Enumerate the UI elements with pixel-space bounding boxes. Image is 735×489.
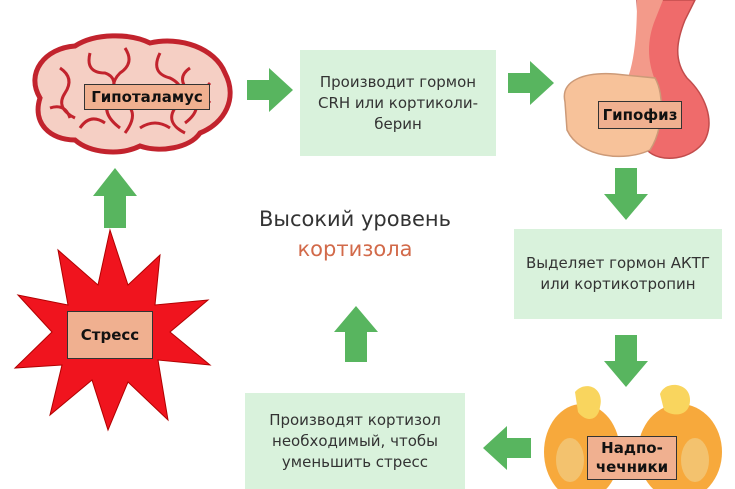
arrow-right-2 xyxy=(508,61,554,105)
stress-label: Стресс xyxy=(67,311,153,359)
actg-step-box: Выделяет гормон АКТГ или кортикотропин xyxy=(514,229,722,319)
arrow-right-1 xyxy=(247,68,293,112)
arrow-up-center xyxy=(334,306,378,362)
center-caption: Высокий уровень кортизола xyxy=(240,204,470,264)
arrow-left-1 xyxy=(483,426,531,470)
crh-step-box: Производит гормон CRH или кортиколи- бер… xyxy=(300,50,496,156)
arrow-down-1 xyxy=(604,168,648,220)
adrenals-label: Надпо- чечники xyxy=(587,436,677,480)
cortisol-step-box: Производят кортизол необходимый, чтобы у… xyxy=(245,393,465,489)
pituitary-gland-icon xyxy=(563,0,710,159)
center-caption-line1: Высокий уровень xyxy=(258,207,452,231)
arrow-down-2 xyxy=(604,335,648,387)
pituitary-label: Гипофиз xyxy=(598,101,682,129)
arrow-up-left xyxy=(93,168,137,228)
center-caption-line2: кортизола xyxy=(297,237,413,261)
hypothalamus-label: Гипоталамус xyxy=(84,84,210,110)
